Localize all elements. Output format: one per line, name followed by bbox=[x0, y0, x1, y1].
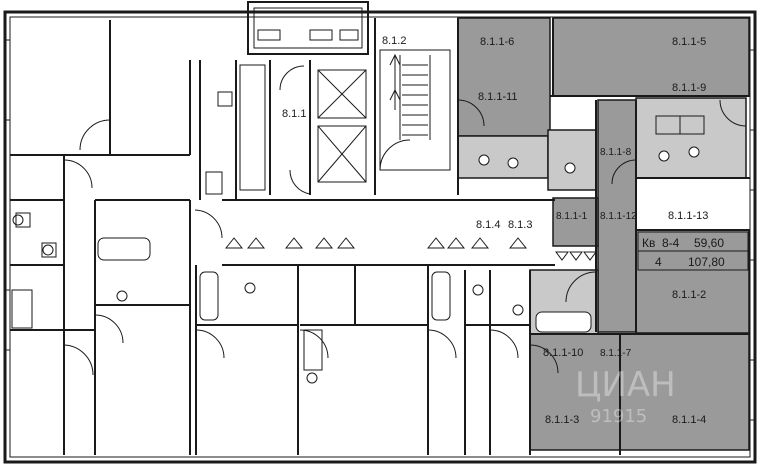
room-label: 8.1.1-13 bbox=[668, 210, 708, 222]
room-label: 8.1.1-9 bbox=[672, 82, 706, 94]
rooms-count: 4 bbox=[655, 255, 662, 269]
apartment-info-box: Кв 8-4 59,60 4 107,80 bbox=[637, 231, 749, 271]
highlighted-apartment bbox=[457, 17, 750, 451]
room-label: 8.1.1-12 bbox=[600, 211, 637, 222]
kv-number: 8-4 bbox=[662, 236, 680, 250]
room-label: 8.1.1-3 bbox=[545, 414, 579, 426]
windows bbox=[5, 11, 755, 458]
living-area: 59,60 bbox=[694, 236, 724, 250]
room-label: 8.1.1-4 bbox=[672, 414, 706, 426]
room-label: 8.1.1 bbox=[282, 108, 306, 120]
kv-label: Кв bbox=[642, 236, 655, 250]
room-label: 8.1.1-10 bbox=[543, 347, 583, 359]
watermark: ЦИАН 91915 bbox=[575, 365, 676, 427]
room-label: 8.1.1-8 bbox=[600, 147, 632, 158]
watermark-digits: 91915 bbox=[590, 406, 647, 427]
room-label: 8.1.1-11 bbox=[478, 91, 518, 103]
room-label: 8.1.1-2 bbox=[672, 289, 706, 301]
room-label: 8.1.1-7 bbox=[600, 348, 632, 359]
fixtures bbox=[11, 91, 705, 384]
doors bbox=[62, 65, 747, 376]
vent-markers bbox=[224, 237, 597, 261]
total-area: 107,80 bbox=[688, 255, 725, 269]
watermark-text: ЦИАН bbox=[575, 365, 676, 405]
room-label: 8.1.1-1 bbox=[556, 211, 588, 222]
room-label: 8.1.4 bbox=[476, 219, 500, 231]
room-label: 8.1.2 bbox=[382, 35, 406, 47]
interior-walls bbox=[10, 18, 750, 455]
stair-core bbox=[239, 29, 451, 191]
room-label: 8.1.1-6 bbox=[480, 36, 514, 48]
room-label: 8.1.1-5 bbox=[672, 36, 706, 48]
room-labels: 8.1.1 8.1.2 8.1.3 8.1.4 8.1.1-1 8.1.1-2 … bbox=[282, 35, 708, 426]
room-label: 8.1.3 bbox=[508, 219, 532, 231]
